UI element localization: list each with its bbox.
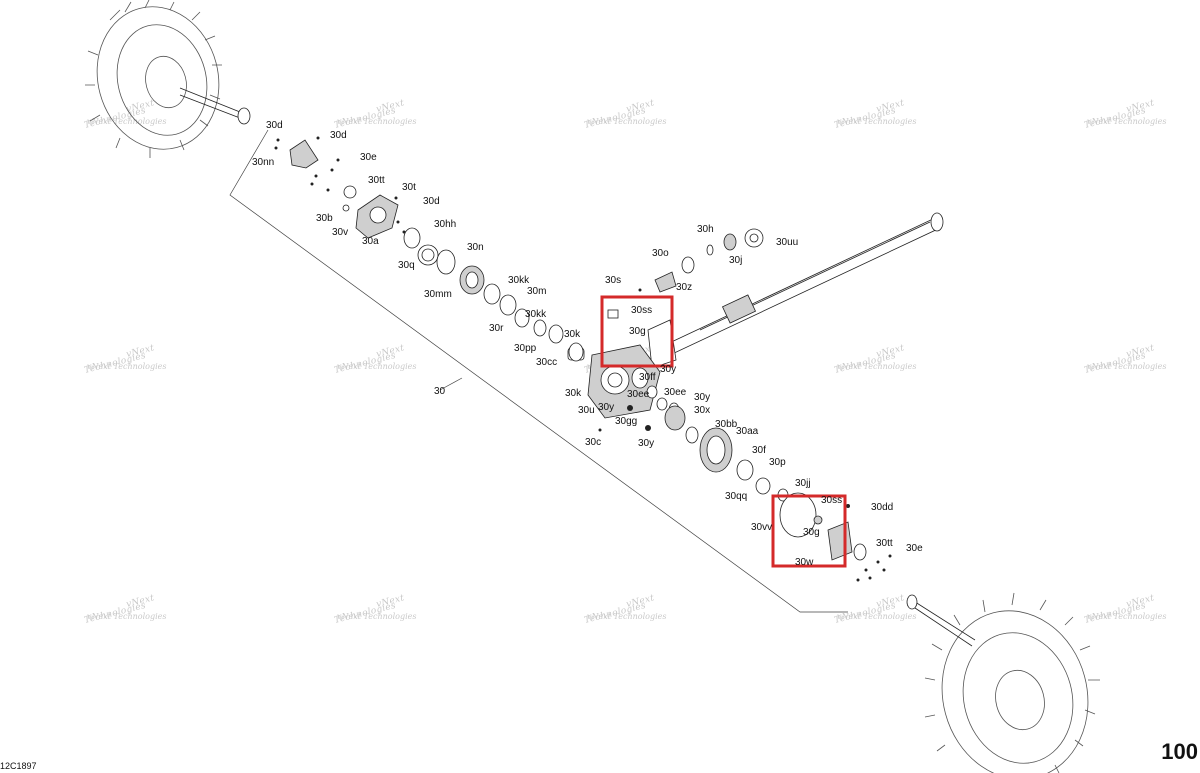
callout-label: 30o	[652, 248, 669, 259]
callout-label: 30m	[527, 286, 546, 297]
callout-label: 30y	[694, 392, 710, 403]
callout-label: 30hh	[434, 219, 456, 230]
callout-label: 30g	[629, 326, 646, 337]
highlight-box-lower	[771, 494, 847, 568]
callout-label: 30b	[316, 213, 333, 224]
svg-text:vNext Technologies: vNext Technologies	[87, 117, 166, 126]
callout-label: 30nn	[252, 157, 274, 168]
callout-label: 30c	[585, 437, 601, 448]
callout-label: 30p	[769, 457, 786, 468]
callout-label: 30gg	[615, 416, 637, 427]
callout-label: 30r	[489, 323, 504, 334]
drawing-code: 12C1897	[0, 761, 37, 771]
callout-label: 30kk	[525, 309, 547, 320]
callout-label: 30ee	[664, 387, 687, 398]
callout-label: 30ss	[821, 495, 842, 506]
callout-label: 30cc	[536, 357, 557, 368]
highlight-box-upper	[600, 295, 674, 368]
callout-label: 30tt	[876, 538, 893, 549]
callout-label: 30n	[467, 242, 484, 253]
callout-label: 30ss	[631, 305, 652, 316]
callout-label: 30vv	[751, 522, 772, 533]
callout-label: 30f	[752, 445, 766, 456]
callout-label: 30h	[697, 224, 714, 235]
callout-label: 30q	[398, 260, 415, 271]
svg-text:vNext Technologies: vNext Technologies	[587, 612, 666, 621]
svg-text:vNext Technologies: vNext Technologies	[337, 612, 416, 621]
svg-text:vNext Technologies: vNext Technologies	[837, 117, 916, 126]
fasteners-top	[274, 136, 406, 234]
tire-bottom-right	[906, 592, 1100, 773]
svg-text:vNext Technologies: vNext Technologies	[837, 612, 916, 621]
callout-label: 30u	[578, 405, 595, 416]
callout-label: 30j	[729, 255, 742, 266]
callout-label: 30w	[795, 557, 814, 568]
callout-label: 30v	[332, 227, 348, 238]
highlight-boxes	[600, 295, 847, 568]
callout-label: 30aa	[736, 426, 759, 437]
svg-text:vNext Technologies: vNext Technologies	[837, 362, 916, 371]
ring-gear-parts	[598, 367, 892, 582]
callout-label: 30t	[402, 182, 416, 193]
svg-text:vNext Technologies: vNext Technologies	[337, 362, 416, 371]
callout-label: 30d	[330, 130, 347, 141]
svg-text:vNext Technologies: vNext Technologies	[1087, 362, 1166, 371]
page-number: 100	[1161, 739, 1198, 764]
callout-layer: 30d 30d 30nn 30e 30tt 30t 30d 30b 30v 30hh 30a 30n 3…	[252, 120, 923, 568]
callout-label: 30d	[423, 196, 440, 207]
callout-label: 30y	[638, 438, 654, 449]
callout-label: 30y	[660, 364, 676, 375]
group-callout: 30	[434, 386, 446, 397]
callout-label: 30bb	[715, 419, 738, 430]
callout-label: 30mm	[424, 289, 452, 300]
svg-text:vNext Technologies: vNext Technologies	[1087, 117, 1166, 126]
svg-text:vNext Technologies: vNext Technologies	[587, 117, 666, 126]
callout-label: 30g	[803, 527, 820, 538]
callout-label: 30k	[564, 329, 581, 340]
callout-label: 30pp	[514, 343, 537, 354]
tire-top-left	[85, 0, 251, 158]
callout-label: 30z	[676, 282, 692, 293]
callout-label: 30a	[362, 236, 379, 247]
callout-label: 30k	[565, 388, 582, 399]
callout-label: 30e	[906, 543, 923, 554]
pinion-parts	[607, 228, 764, 319]
callout-label: 30s	[605, 275, 621, 286]
group-bracket	[229, 129, 848, 613]
svg-text:vNext Technologies: vNext Technologies	[337, 117, 416, 126]
left-cover-parts	[289, 139, 584, 362]
callout-label: 30kk	[508, 275, 530, 286]
svg-text:vNext Technologies: vNext Technologies	[87, 362, 166, 371]
propeller-shaft	[647, 212, 944, 369]
callout-label: 30ee	[627, 389, 650, 400]
callout-label: 30y	[598, 402, 614, 413]
svg-text:vNext Technologies: vNext Technologies	[87, 612, 166, 621]
callout-label: 30x	[694, 405, 710, 416]
callout-label: 30e	[360, 152, 377, 163]
svg-text:vNext Technologies: vNext Technologies	[1087, 612, 1166, 621]
callout-label: 30ff	[639, 372, 656, 383]
callout-label: 30d	[266, 120, 283, 131]
callout-label: 30uu	[776, 237, 798, 248]
callout-label: 30dd	[871, 502, 893, 513]
callout-label: 30jj	[795, 478, 811, 489]
callout-label: 30tt	[368, 175, 385, 186]
callout-label: 30qq	[725, 491, 747, 502]
